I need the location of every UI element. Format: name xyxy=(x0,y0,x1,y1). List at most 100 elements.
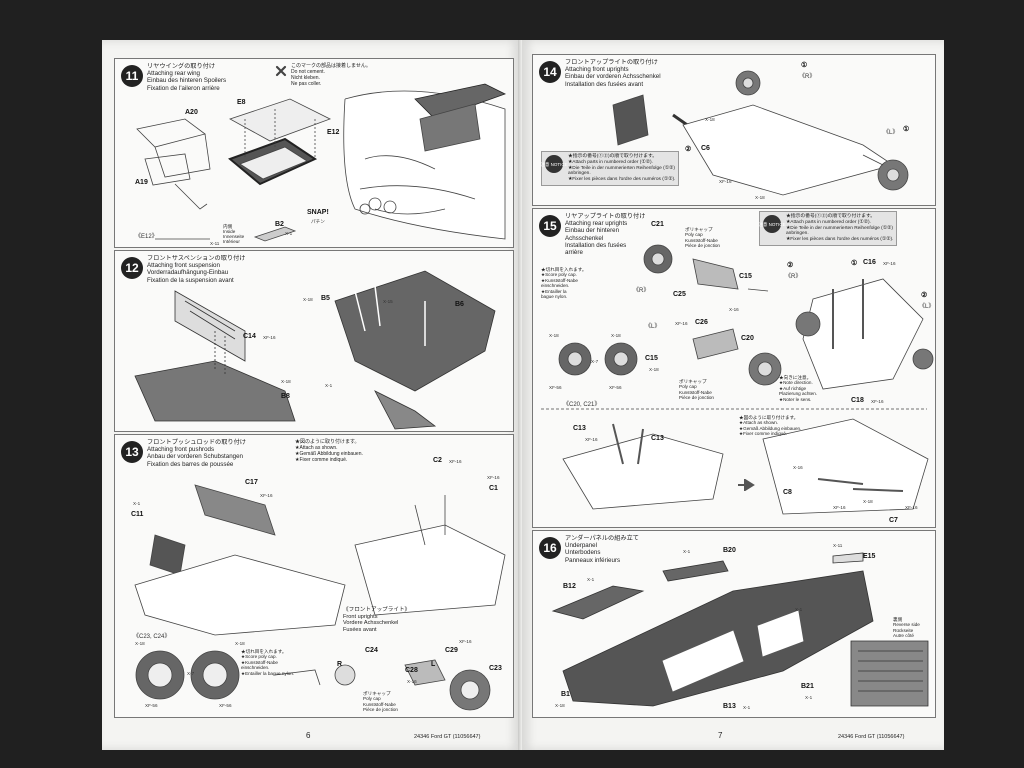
screw-code: X-18 xyxy=(555,703,565,708)
screw-code: X-1 xyxy=(325,383,333,388)
attach-note: ★図のように取り付けます。★Attach as shown.★Gemäß Abb… xyxy=(739,415,802,437)
paint-code: XF-16 xyxy=(905,505,918,510)
paint-code: XF-56 xyxy=(145,703,158,708)
part-label: 《C20, C21》 xyxy=(563,402,601,408)
paint-code: XF-56 xyxy=(219,703,232,708)
underpanel-illustration xyxy=(551,552,929,707)
order-number: ① xyxy=(903,126,910,133)
part-label: B8 xyxy=(281,393,290,400)
snap-label: SNAP! xyxy=(307,209,329,216)
paint-code: XF-16 xyxy=(871,399,884,404)
part-label: C29 xyxy=(445,647,458,654)
part-label: C24 xyxy=(365,647,378,654)
score-poly-cap-note: ★切れ目を入れます。★Score poly cap.★Kunststoff-Na… xyxy=(241,649,295,676)
order-number: ② xyxy=(921,292,928,299)
part-label: B1 xyxy=(561,691,570,698)
screw-code: X-18 xyxy=(755,195,765,200)
paint-code: XF-16 xyxy=(585,437,598,442)
screw-code: X-1 xyxy=(133,501,141,506)
paint-code: XF-16 xyxy=(459,639,472,644)
arrow-right-icon xyxy=(737,479,755,491)
part-label: C2 xyxy=(433,457,442,464)
side-label: 《L》 xyxy=(883,130,899,136)
side-label-right: R xyxy=(337,661,343,668)
side-label: 《R》 xyxy=(799,74,816,80)
product-code: 24346 Ford GT (11056647) xyxy=(838,734,905,740)
front-pushrods-illustration xyxy=(134,484,506,711)
part-label: C26 xyxy=(695,319,708,326)
part-label: C20 xyxy=(741,335,754,342)
part-label: E12 xyxy=(327,129,340,136)
part-label: 《C23, C24》 xyxy=(133,634,171,640)
part-label: C17 xyxy=(245,479,258,486)
screw-code: X-18 xyxy=(235,641,245,646)
part-label: B12 xyxy=(563,583,576,590)
part-label: 《E12》 xyxy=(135,234,158,240)
order-notice: 注意 NOTICE ★指示の番号(①②)の順で取り付けます。★Attach pa… xyxy=(540,151,680,186)
step-number: 16 xyxy=(539,537,561,559)
screw-code: X-18 xyxy=(549,333,559,338)
screw-code: X-18 xyxy=(611,333,621,338)
part-label: B5 xyxy=(321,295,330,302)
score-poly-cap-note: ★切れ目を入れます。★Score poly cap.★Kunststoff-Na… xyxy=(541,267,587,300)
part-label: C6 xyxy=(701,145,710,152)
part-label: E15 xyxy=(863,553,876,560)
side-label: 《L》 xyxy=(645,324,661,330)
part-label: B2 xyxy=(275,221,284,228)
paint-code: XF-16 xyxy=(260,493,273,498)
order-number: ② xyxy=(685,146,692,153)
order-number: ② xyxy=(787,262,794,269)
screw-code: X-15 xyxy=(383,299,393,304)
part-label: C8 xyxy=(783,489,792,496)
screw-code: X-1 xyxy=(587,577,595,582)
part-label: C13 xyxy=(651,435,664,442)
page-number: 7 xyxy=(718,731,723,740)
part-label: A20 xyxy=(185,109,198,116)
screw-code: X-1 xyxy=(805,695,813,700)
screw-code: X-1 xyxy=(743,705,751,710)
paint-code: XF-16 xyxy=(883,261,896,266)
part-label: E8 xyxy=(237,99,246,106)
rear-wing-illustration xyxy=(136,83,507,242)
side-label: 《L》 xyxy=(919,304,935,310)
part-label: C21 xyxy=(651,221,664,228)
part-label: B6 xyxy=(455,301,464,308)
paint-code: XF-16 xyxy=(675,321,688,326)
part-label: C14 xyxy=(243,333,256,340)
step-number: 15 xyxy=(539,215,561,237)
notice-badge: 注意 NOTICE xyxy=(758,215,786,233)
screw-code: X-11 xyxy=(210,241,220,246)
screw-code: X-1 xyxy=(285,231,293,236)
product-code: 24346 Ford GT (11056647) xyxy=(414,734,481,740)
part-label: C15 xyxy=(645,355,658,362)
part-label: C23 xyxy=(489,665,502,672)
step-number: 13 xyxy=(121,441,143,463)
snap-label-jp: パチン xyxy=(311,219,325,224)
screw-code: X-18 xyxy=(281,379,291,384)
part-label: B21 xyxy=(801,683,814,690)
rear-uprights-illustration xyxy=(541,244,934,515)
side-label: 《R》 xyxy=(785,274,802,280)
paint-code: XF-16 xyxy=(719,179,732,184)
order-notice: 注意 NOTICE ★指示の番号(①②)の順で取り付けます。★Attach pa… xyxy=(758,211,898,246)
screw-code: X-16 xyxy=(729,307,739,312)
part-label: C18 xyxy=(851,397,864,404)
paint-code: XF-16 xyxy=(449,459,462,464)
part-label: C25 xyxy=(673,291,686,298)
